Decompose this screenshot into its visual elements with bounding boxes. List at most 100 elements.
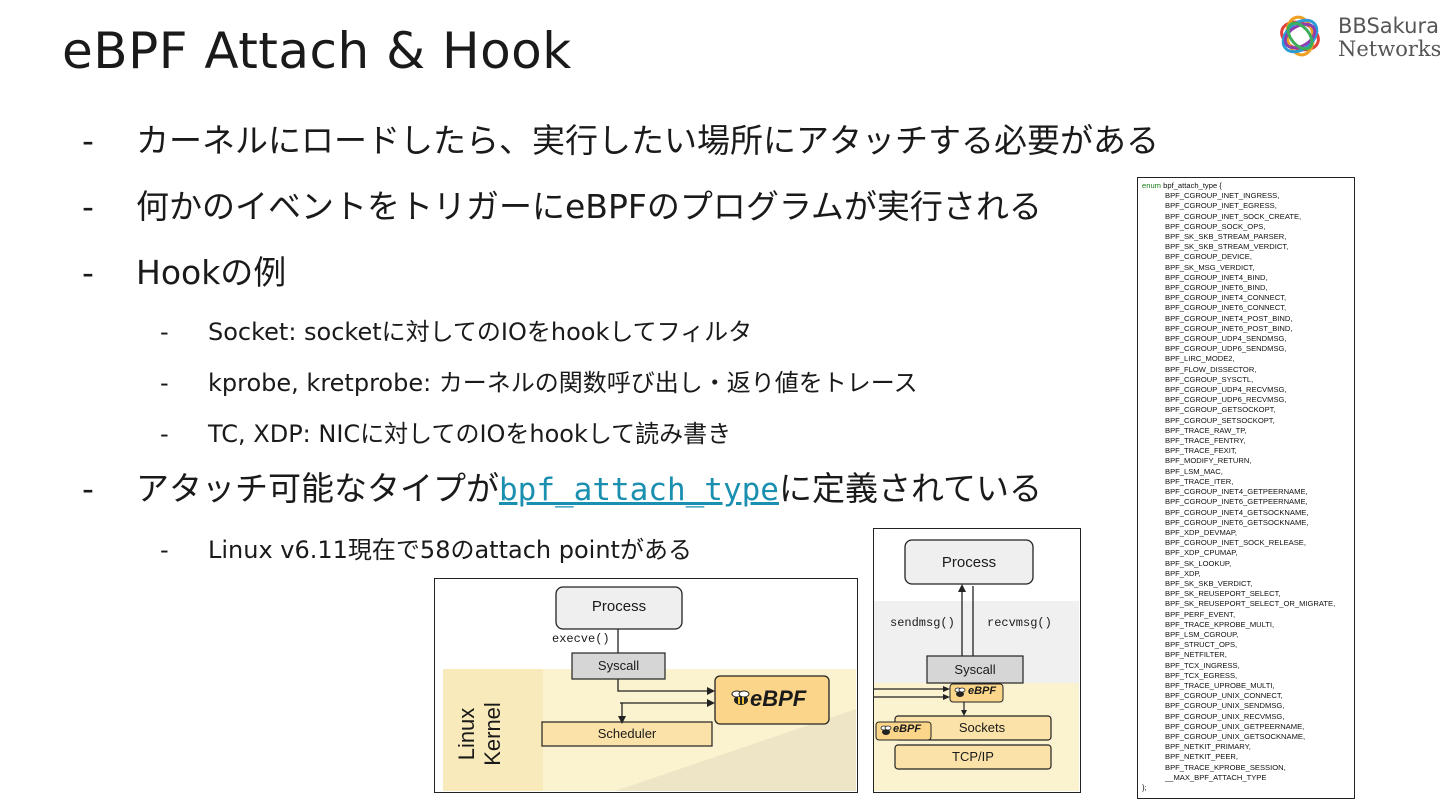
sub-bullet-linux-version: -Linux v6.11現在で58のattach pointがある xyxy=(160,536,692,564)
bullet-2: -何かのイベントをトリガーにeBPFのプログラムが実行される xyxy=(82,187,1042,226)
sub-bullet-kprobe-text: kprobe, kretprobe: カーネルの関数呼び出し・返り値をトレース xyxy=(208,369,918,397)
code-item: BPF_CGROUP_INET4_GETPEERNAME, xyxy=(1165,487,1308,497)
code-item: BPF_TRACE_ITER, xyxy=(1165,476,1234,486)
diagram-socket-hook-canvas xyxy=(874,539,1079,791)
sub-bullet-kprobe: -kprobe, kretprobe: カーネルの関数呼び出し・返り値をトレース xyxy=(160,369,918,397)
code-footer: }; xyxy=(1142,782,1147,792)
diagram1-syscall-label: Syscall xyxy=(597,658,640,673)
code-item: __MAX_BPF_ATTACH_TYPE xyxy=(1165,772,1267,782)
sub-bullet-socket-text: Socket: socketに対してのIOをhookしてフィルタ xyxy=(208,318,753,346)
code-item: BPF_SK_MSG_VERDICT, xyxy=(1165,262,1255,272)
code-item: BPF_SK_SKB_STREAM_PARSER, xyxy=(1165,232,1287,242)
code-item: BPF_CGROUP_INET_EGRESS, xyxy=(1165,201,1277,211)
code-item: BPF_FLOW_DISSECTOR, xyxy=(1165,364,1257,374)
bullet-1: -カーネルにロードしたら、実行したい場所にアタッチする必要がある xyxy=(82,121,1159,160)
code-item: BPF_CGROUP_INET6_BIND, xyxy=(1165,283,1268,293)
ebpf-bee-icon xyxy=(731,690,750,705)
code-item: BPF_CGROUP_UNIX_GETSOCKNAME, xyxy=(1165,731,1306,741)
code-item: BPF_CGROUP_UNIX_GETPEERNAME, xyxy=(1165,721,1305,731)
diagram2-ebpf-top-label: eBPF xyxy=(968,685,997,697)
code-item: BPF_CGROUP_UDP6_RECVMSG, xyxy=(1165,395,1287,405)
bpf-attach-type-code: enum bpf_attach_type { BPF_CGROUP_INET_I… xyxy=(1137,177,1355,799)
bullet-2-text: 何かのイベントをトリガーにeBPFのプログラムが実行される xyxy=(136,187,1042,226)
logo-text-line1: BBSakura xyxy=(1338,14,1439,38)
diagram-kernel-hook-canvas xyxy=(443,586,856,791)
code-item: BPF_CGROUP_INET4_GETSOCKNAME, xyxy=(1165,507,1309,517)
bullet-4-pre: アタッチ可能なタイプが xyxy=(136,469,499,508)
company-logo: BBSakura Networks xyxy=(1274,10,1440,62)
bullet-3: -Hookの例 xyxy=(82,253,287,292)
code-item: BPF_LIRC_MODE2, xyxy=(1165,354,1235,364)
diagram-socket-hook: Process sendmsg() recvmsg() Syscall eBPF… xyxy=(873,528,1081,793)
code-item: BPF_CGROUP_UNIX_RECVMSG, xyxy=(1165,711,1285,721)
code-item: BPF_MODIFY_RETURN, xyxy=(1165,456,1252,466)
bbsakura-logo-mark xyxy=(1280,15,1320,57)
diagram1-ebpf-label: eBPF xyxy=(750,686,807,711)
code-item: BPF_TRACE_KPROBE_SESSION, xyxy=(1165,762,1286,772)
diagram2-sockets-label: Sockets xyxy=(958,720,1006,735)
code-item: BPF_XDP_CPUMAP, xyxy=(1165,548,1238,558)
code-item-list: BPF_CGROUP_INET_INGRESS,BPF_CGROUP_INET_… xyxy=(1142,191,1354,783)
diagram2-ebpf-left-label: eBPF xyxy=(893,723,922,735)
ebpf-bee-icon-top xyxy=(954,687,966,697)
code-item: BPF_NETKIT_PEER, xyxy=(1165,752,1239,762)
code-item: BPF_CGROUP_DEVICE, xyxy=(1165,252,1252,262)
code-header: enum bpf_attach_type { xyxy=(1142,181,1354,191)
sub-bullet-tc-xdp: -TC, XDP: NICに対してのIOをhookして読み書き xyxy=(160,420,732,448)
code-item: BPF_CGROUP_INET_SOCK_RELEASE, xyxy=(1165,538,1306,548)
diagram2-recvmsg-label: recvmsg() xyxy=(987,616,1052,630)
diagram-kernel-hook: Process execve() Syscall Scheduler eBPF … xyxy=(434,578,858,793)
code-item: BPF_SK_SKB_VERDICT, xyxy=(1165,578,1253,588)
bullet-4: -アタッチ可能なタイプがbpf_attach_typeに定義されている xyxy=(82,469,1042,508)
code-item: BPF_TRACE_FENTRY, xyxy=(1165,436,1246,446)
diagram1-linux-kernel-label: Linux Kernel xyxy=(454,689,534,779)
code-item: BPF_CGROUP_SOCK_OPS, xyxy=(1165,221,1266,231)
diagram1-scheduler-label: Scheduler xyxy=(597,726,657,741)
code-item: BPF_CGROUP_INET6_GETPEERNAME, xyxy=(1165,497,1308,507)
code-item: BPF_CGROUP_UDP4_RECVMSG, xyxy=(1165,385,1287,395)
bullet-3-text: Hookの例 xyxy=(136,253,287,292)
code-item: BPF_TCX_INGRESS, xyxy=(1165,660,1240,670)
bpf-attach-type-link[interactable]: bpf_attach_type xyxy=(499,472,779,508)
bullet-4-post: に定義されている xyxy=(778,469,1042,508)
code-item: BPF_SK_REUSEPORT_SELECT_OR_MIGRATE, xyxy=(1165,599,1336,609)
slide-title: eBPF Attach & Hook xyxy=(62,22,572,80)
diagram2-sendmsg-label: sendmsg() xyxy=(890,616,955,630)
diagram1-process-label: Process xyxy=(591,598,647,615)
sub-bullet-socket: -Socket: socketに対してのIOをhookしてフィルタ xyxy=(160,318,753,346)
code-item: BPF_CGROUP_UDP4_SENDMSG, xyxy=(1165,334,1287,344)
code-keyword: enum xyxy=(1142,181,1161,190)
code-item: BPF_CGROUP_INET6_POST_BIND, xyxy=(1165,323,1293,333)
diagram2-tcpip-label: TCP/IP xyxy=(952,749,994,764)
diagram1-linux-label: Linux xyxy=(454,707,479,761)
code-item: BPF_LSM_CGROUP, xyxy=(1165,629,1239,639)
code-item: BPF_SK_REUSEPORT_SELECT, xyxy=(1165,589,1281,599)
code-item: BPF_PERF_EVENT, xyxy=(1165,609,1236,619)
code-item: BPF_TRACE_UPROBE_MULTI, xyxy=(1165,680,1275,690)
code-item: BPF_TRACE_KPROBE_MULTI, xyxy=(1165,619,1275,629)
code-item: BPF_CGROUP_UNIX_CONNECT, xyxy=(1165,691,1283,701)
bullet-1-text: カーネルにロードしたら、実行したい場所にアタッチする必要がある xyxy=(136,121,1159,160)
code-item: BPF_CGROUP_INET_INGRESS, xyxy=(1165,191,1280,201)
diagram2-syscall-label: Syscall xyxy=(954,662,996,677)
code-item: BPF_CGROUP_INET4_CONNECT, xyxy=(1165,293,1287,303)
ebpf-bee-icon-left xyxy=(880,725,892,735)
code-item: BPF_TRACE_FEXIT, xyxy=(1165,446,1237,456)
diagram2-process-label: Process xyxy=(941,554,997,571)
code-item: BPF_CGROUP_INET6_GETSOCKNAME, xyxy=(1165,517,1309,527)
code-item: BPF_XDP, xyxy=(1165,568,1201,578)
code-item: BPF_CGROUP_SETSOCKOPT, xyxy=(1165,415,1275,425)
code-item: BPF_SK_LOOKUP, xyxy=(1165,558,1232,568)
code-item: BPF_LSM_MAC, xyxy=(1165,466,1223,476)
code-item: BPF_CGROUP_GETSOCKOPT, xyxy=(1165,405,1276,415)
code-item: BPF_NETKIT_PRIMARY, xyxy=(1165,742,1251,752)
code-item: BPF_TCX_EGRESS, xyxy=(1165,670,1238,680)
code-item: BPF_TRACE_RAW_TP, xyxy=(1165,425,1247,435)
diagram1-kernel-label: Kernel xyxy=(480,702,505,766)
code-item: BPF_CGROUP_SYSCTL, xyxy=(1165,374,1254,384)
code-enum-name: bpf_attach_type { xyxy=(1163,181,1222,190)
code-item: BPF_CGROUP_INET4_POST_BIND, xyxy=(1165,313,1293,323)
code-item: BPF_XDP_DEVMAP, xyxy=(1165,527,1238,537)
code-item: BPF_CGROUP_UNIX_SENDMSG, xyxy=(1165,701,1285,711)
logo-text-line2: Networks xyxy=(1338,37,1440,61)
